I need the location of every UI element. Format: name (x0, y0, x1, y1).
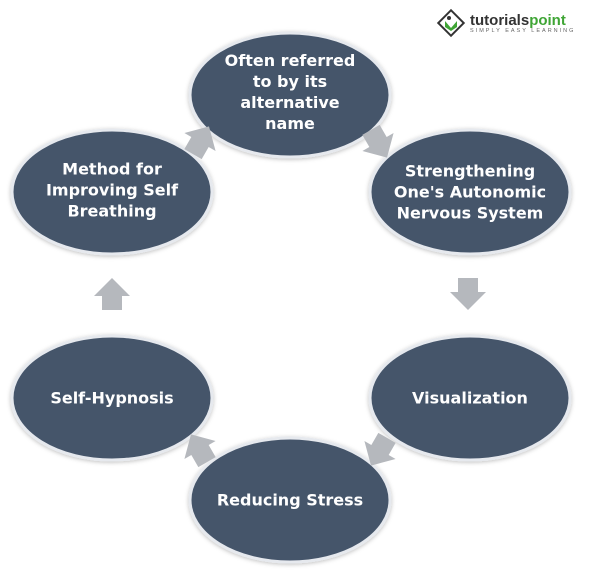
node-label: Method for Improving Self Breathing (45, 159, 179, 221)
arrow-up-icon (94, 278, 130, 310)
logo-icon (436, 8, 466, 38)
node-left-top (10, 128, 214, 256)
node-label: Visualization (412, 388, 528, 408)
node-bottom (188, 436, 392, 564)
arrow-down-icon (450, 278, 486, 310)
node-top (188, 31, 392, 159)
node-label: Self-Hypnosis (50, 388, 174, 408)
logo-name: tutorialspoint (470, 11, 566, 29)
logo-tagline: SIMPLY EASY LEARNING (470, 27, 576, 34)
node-right-bottom (368, 334, 572, 462)
node-label: Often referred to by its alternative nam… (224, 51, 356, 133)
tutorialspoint-logo: tutorialspoint SIMPLY EASY LEARNING (436, 8, 575, 38)
node-label: Strengthening One's Autonomic Nervous Sy… (393, 161, 547, 223)
node-left-bottom (10, 334, 214, 462)
node-label: Reducing Stress (216, 490, 364, 510)
node-right-top (368, 128, 572, 256)
